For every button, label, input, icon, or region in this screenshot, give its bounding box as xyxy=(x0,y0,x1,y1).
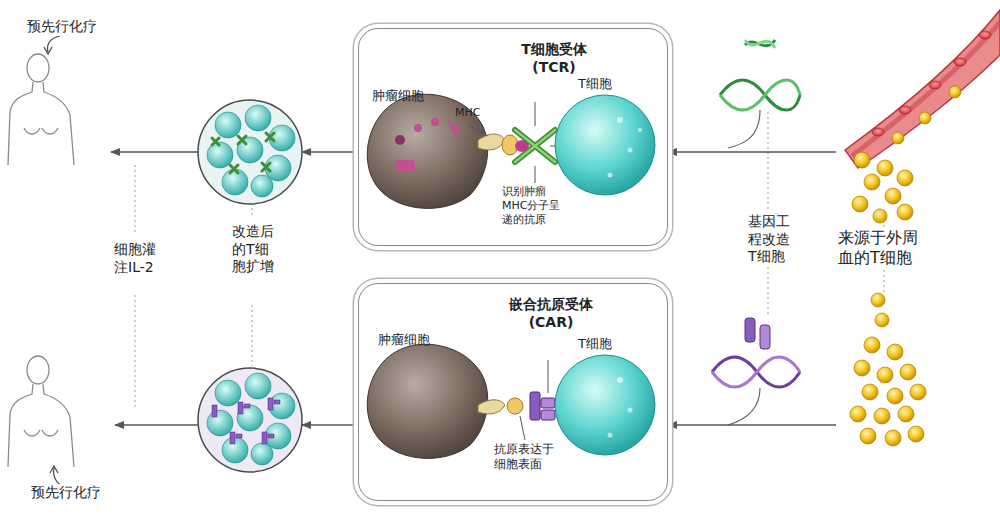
note-label: 抗原表达于细胞表面 xyxy=(494,442,560,472)
cell-label: T细胞 xyxy=(578,336,638,352)
flow-arrow xyxy=(302,424,358,425)
source-label: 来源于外周血的T细胞 xyxy=(838,228,922,268)
flow-arrow xyxy=(111,151,198,152)
step-label: 改造后的T细胞扩增 xyxy=(230,222,280,277)
expansion-circle xyxy=(198,100,302,204)
chemo-label: 预先行化疗 xyxy=(27,18,107,36)
note-label: 识别肿瘤MHC分子呈递的抗原 xyxy=(502,185,568,226)
chemo-label: 预先行化疗 xyxy=(31,484,111,502)
panel-heading: T细胞受体 (TCR) xyxy=(509,41,599,76)
cell-label: 肿瘤细胞 xyxy=(378,332,448,348)
step-label: 细胞灌注IL-2 xyxy=(112,240,166,277)
expansion-circle xyxy=(198,368,302,472)
flow-arrow xyxy=(115,424,198,425)
panel-heading: 嵌合抗原受体 (CAR) xyxy=(499,296,603,331)
step-label: 基因工程改造T细胞 xyxy=(746,212,796,267)
molecule-label: MHC xyxy=(455,106,495,120)
cell-label: T细胞 xyxy=(578,76,638,92)
flow-arrow xyxy=(302,151,358,152)
cell-source: 来源于外周血的T细胞 xyxy=(836,140,998,445)
flow-arrow xyxy=(668,151,836,152)
flow-arrow xyxy=(668,424,836,425)
patient-figure: 预先行化疗 xyxy=(5,338,115,510)
patient-figure: 预先行化疗 xyxy=(5,18,111,170)
cell-label: 肿瘤细胞 xyxy=(372,88,442,104)
